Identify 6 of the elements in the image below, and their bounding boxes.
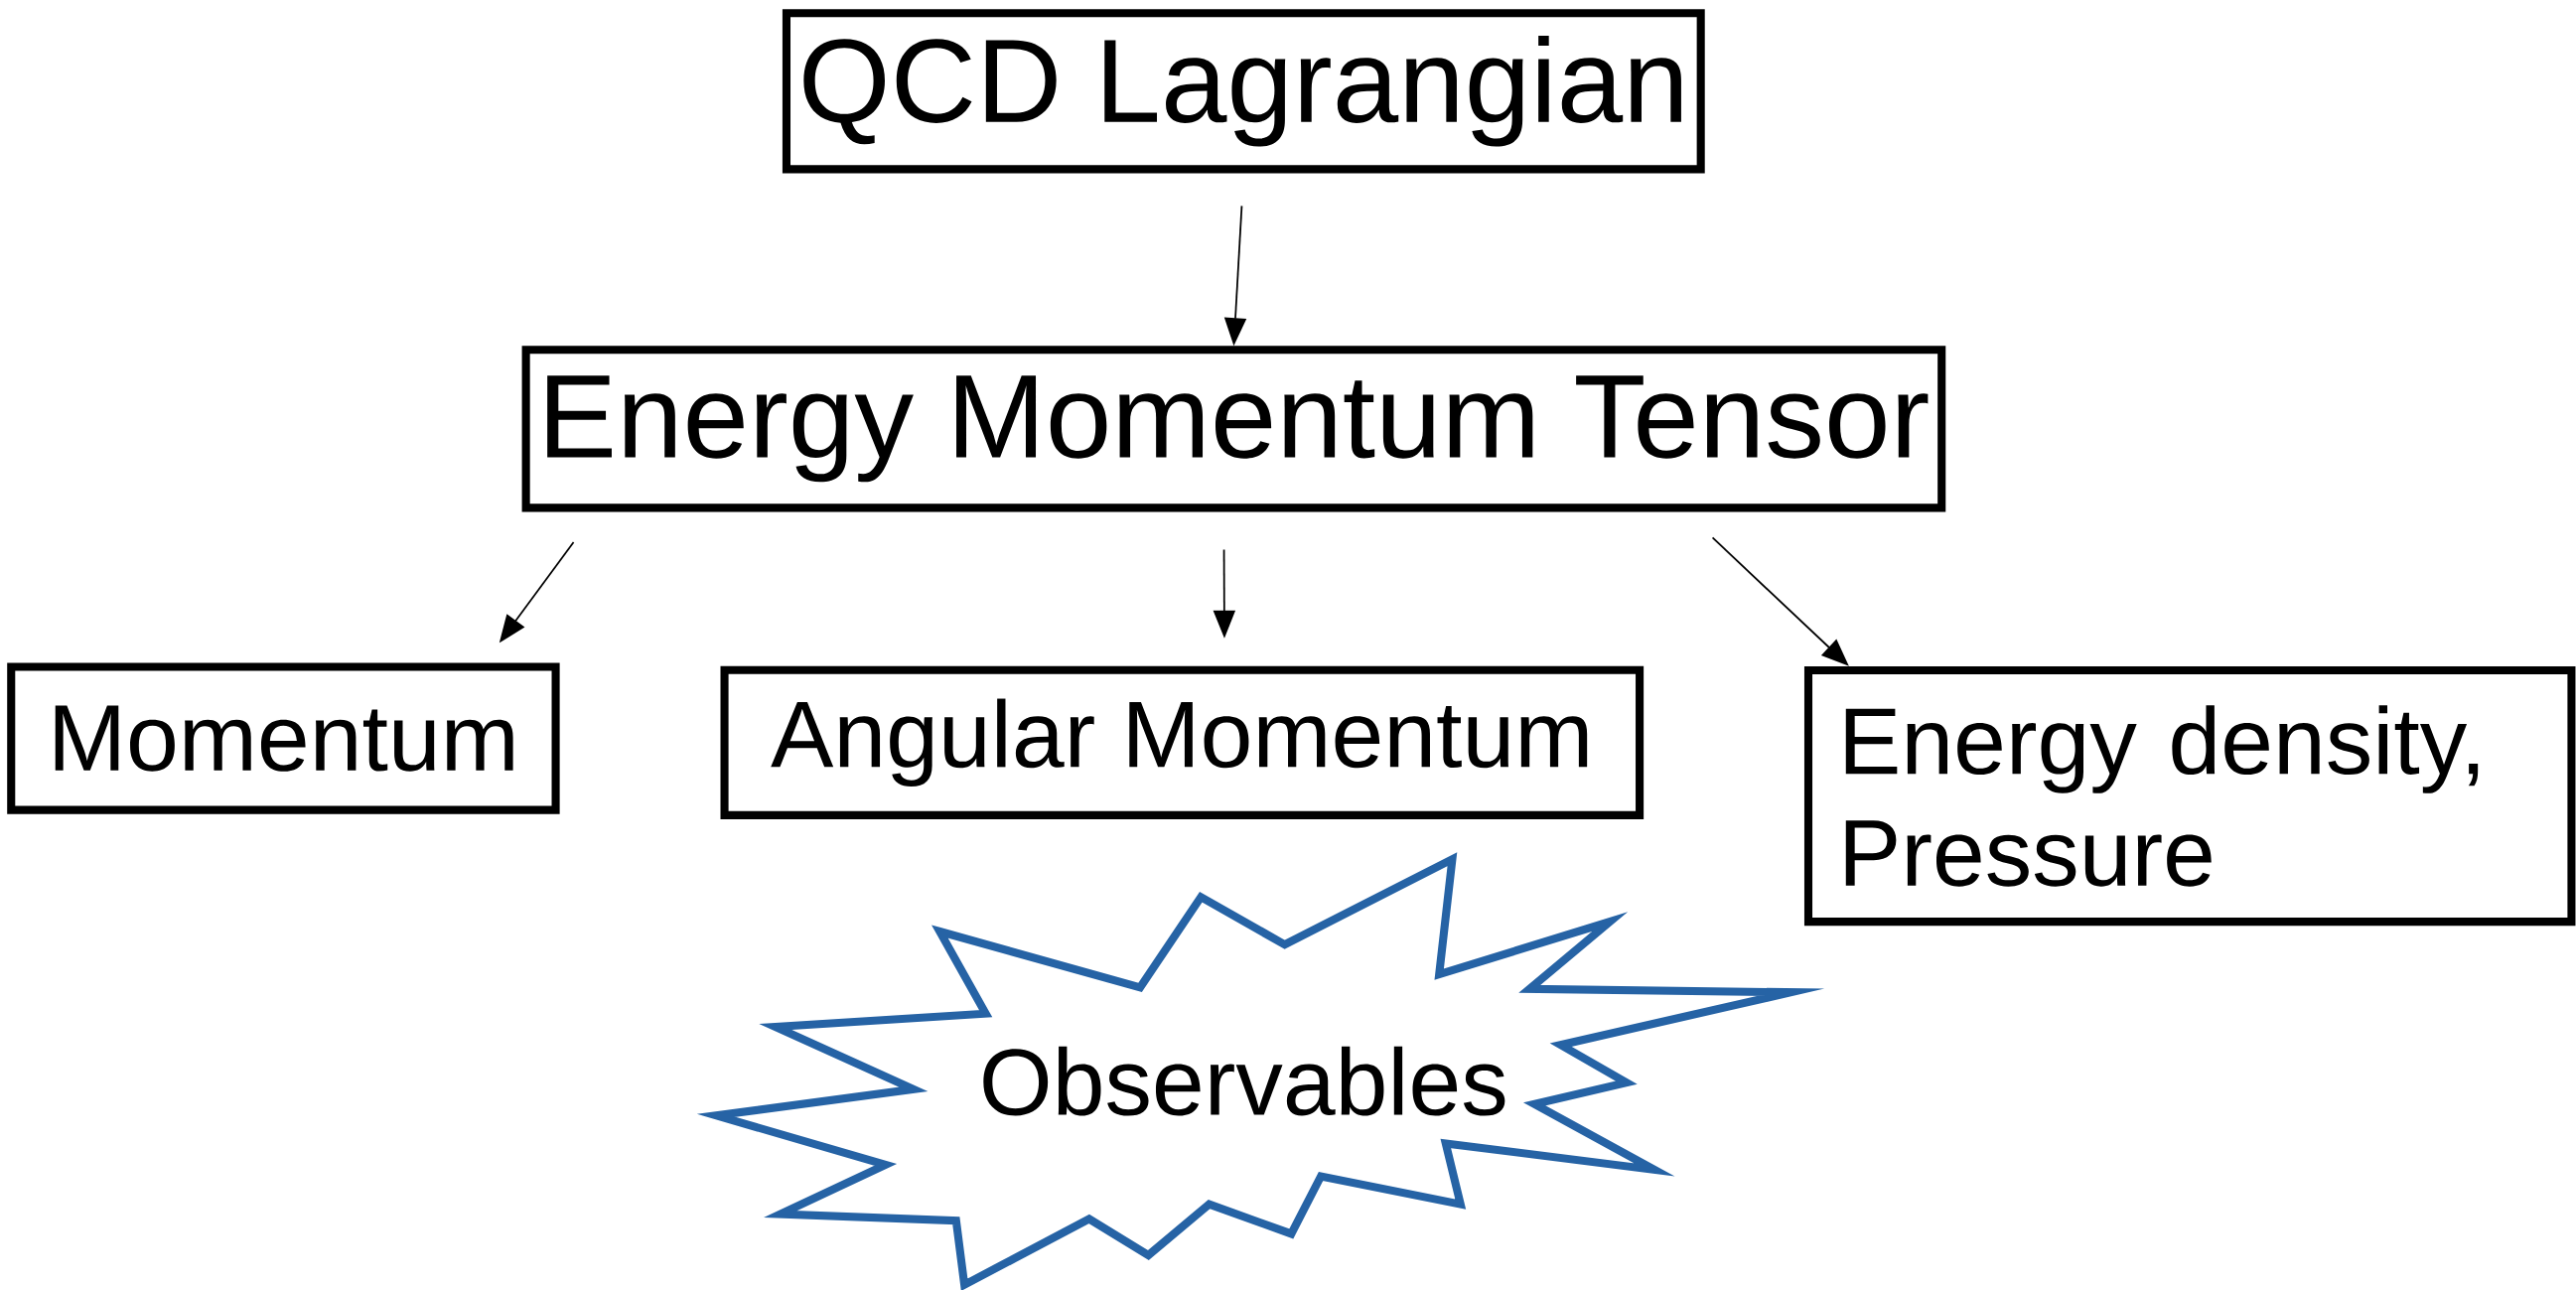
text-box: Energy Momentum Tensor [521, 346, 1946, 512]
arrow [1711, 536, 1849, 666]
text-box: Energy density, Pressure [1803, 665, 2576, 927]
text-box: QCD Lagrangian [782, 9, 1705, 174]
text-box: Momentum [7, 662, 560, 814]
text-box: Angular Momentum [720, 665, 1645, 819]
